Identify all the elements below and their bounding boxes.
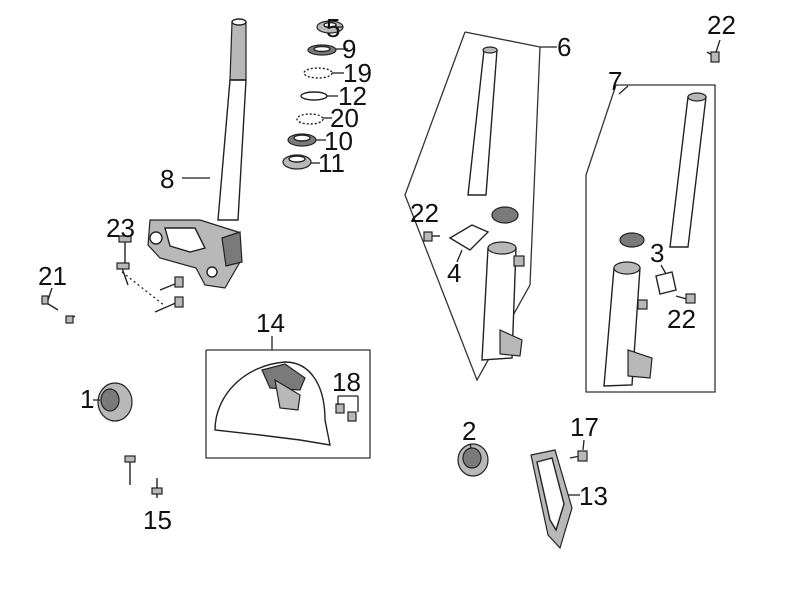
callout-14: 14 [256, 308, 285, 338]
steering-stem-part-8[interactable] [147, 18, 247, 289]
callout-7: 7 [608, 66, 622, 96]
callout-5: 5 [326, 13, 340, 43]
bolt-part-22-left-fork[interactable] [675, 293, 696, 304]
callout-12: 12 [338, 81, 367, 111]
callout-2: 2 [462, 416, 476, 446]
callout-3: 3 [650, 238, 664, 268]
callout-6: 6 [557, 32, 571, 62]
callout-4: 4 [447, 258, 461, 288]
callout-15: 15 [143, 505, 172, 535]
fork-assembly-left[interactable] [603, 92, 707, 387]
callout-22-a: 22 [410, 198, 439, 228]
bearing-set[interactable] [282, 20, 344, 170]
fork-assembly-right[interactable] [448, 46, 525, 361]
cap-part-1[interactable] [97, 382, 133, 422]
screws-part-21[interactable] [41, 295, 76, 324]
bolts-part-15[interactable] [124, 455, 163, 498]
callout-17: 17 [570, 412, 599, 442]
callout-22-c: 22 [707, 10, 736, 40]
cover-part-13[interactable] [530, 449, 573, 550]
callout-19: 19 [343, 58, 372, 88]
cap-part-2[interactable] [457, 443, 489, 477]
callout-9: 9 [342, 34, 356, 64]
callout-8: 8 [160, 164, 174, 194]
bolts-part-23[interactable] [116, 235, 184, 313]
callout-13: 13 [579, 481, 608, 511]
clips-part-18[interactable] [335, 403, 357, 422]
callout-23: 23 [106, 213, 135, 243]
screw-part-17[interactable] [569, 450, 588, 462]
callout-21: 21 [38, 261, 67, 291]
callout-10: 10 [324, 126, 353, 156]
front-mudguard[interactable] [214, 361, 331, 446]
bolt-part-22-right-fork[interactable] [423, 231, 440, 242]
callout-11: 11 [318, 148, 345, 178]
bolt-part-22-top[interactable] [706, 51, 720, 63]
callout-18: 18 [332, 367, 361, 397]
callout-20: 20 [330, 103, 359, 133]
callout-1: 1 [80, 384, 94, 414]
callout-22-b: 22 [667, 304, 696, 334]
